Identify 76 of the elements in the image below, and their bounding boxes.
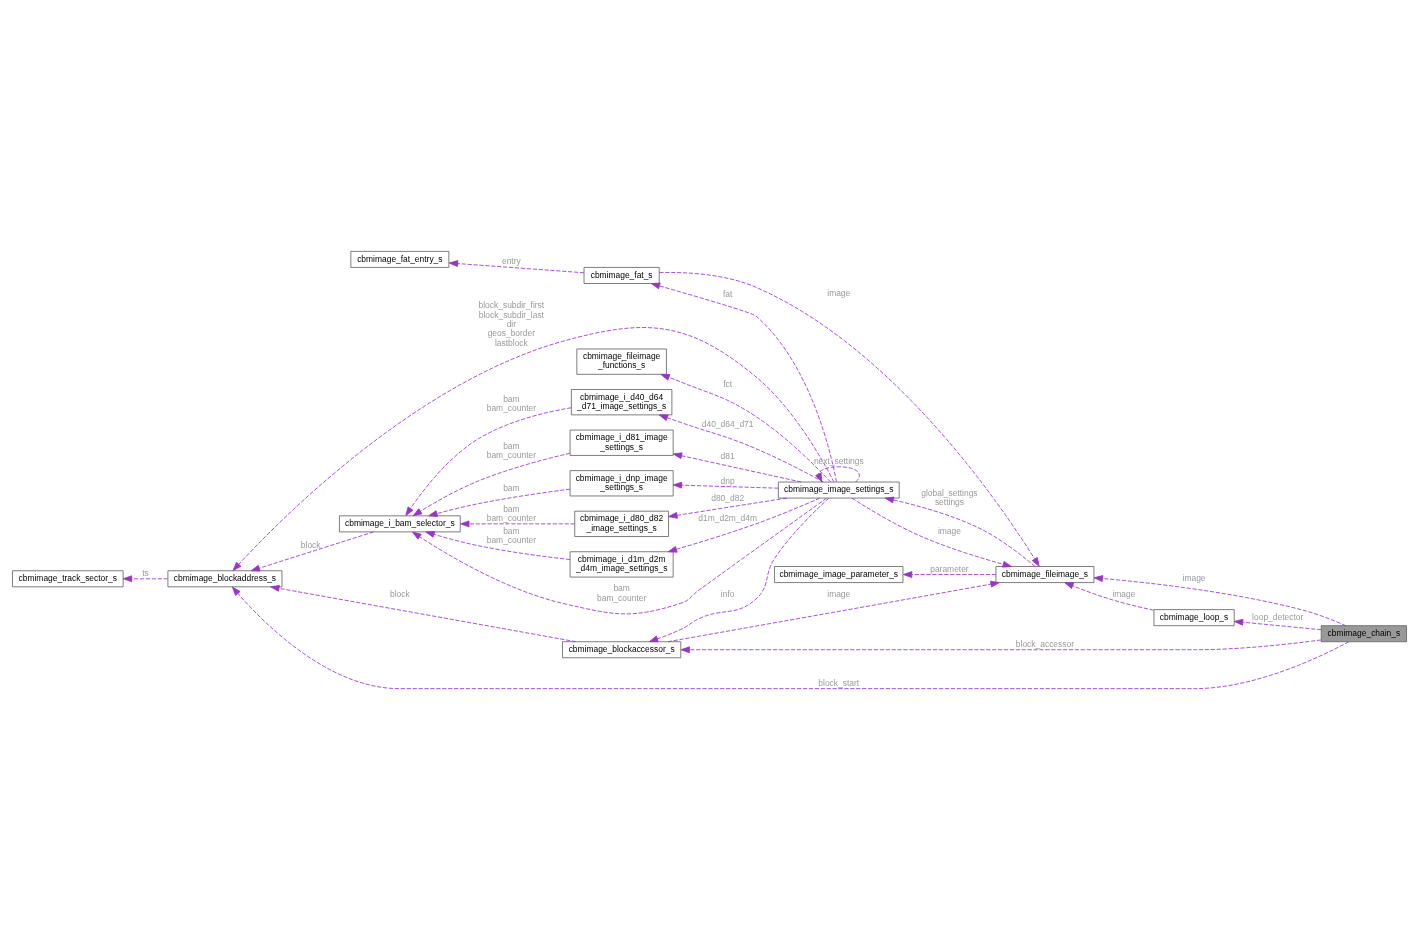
edge-label: d1m_d2m_d4m (698, 513, 757, 524)
arrow (659, 272, 1040, 567)
edge-label: global_settings settings (921, 487, 978, 508)
edge-label: image (1182, 573, 1206, 584)
arrow (851, 497, 1012, 568)
edge-label: block_accessor (1015, 639, 1075, 650)
node-box: cbmimage_fat_s (583, 267, 660, 284)
node-box: cbmimage_blockaddress_s (167, 570, 283, 588)
edge-label: image (827, 287, 851, 298)
node-box: cbmimage_i_d40_d64 _d71_image_settings_s (570, 389, 673, 416)
arrow (815, 466, 860, 483)
arrow (448, 260, 585, 274)
node-box: cbmimage_track_sector_s (12, 570, 124, 588)
arrow (667, 580, 1000, 643)
edge-label: parameter (930, 564, 969, 575)
arrow (660, 374, 831, 483)
arrow (412, 497, 827, 615)
arrow (412, 452, 571, 517)
arrow (672, 452, 802, 483)
arrow (428, 488, 571, 517)
edge-label: bam bam_counter (597, 583, 647, 603)
edge-label: dnp (720, 476, 735, 487)
edge-label: fct (723, 378, 733, 389)
arrow (270, 585, 577, 643)
arrow (667, 497, 820, 553)
edge-label: d40_d64_d71 (701, 418, 754, 429)
arrow (1064, 582, 1154, 611)
arrow (884, 496, 1036, 567)
arrow (648, 497, 830, 643)
arrow (1233, 618, 1322, 631)
edge-label: bam bam_counter (486, 526, 536, 546)
arrow (680, 639, 1322, 654)
edge-label: bam bam_counter (486, 394, 536, 414)
node-box: cbmimage_i_dnp_image _settings_s (569, 470, 674, 497)
arrow (405, 407, 572, 516)
arrow (250, 531, 374, 572)
node-box: cbmimage_fileimage_s (995, 566, 1095, 583)
arrow (232, 327, 835, 571)
edge-label: image (1112, 589, 1136, 600)
arrow (658, 414, 824, 483)
edge-label: block_subdir_first block_subdir_last dir geos_border lastblock (478, 300, 545, 348)
node-box: cbmimage_i_bam_selector_s (339, 515, 461, 533)
node-box: cbmimage_fileimage _functions_s (576, 348, 667, 375)
node-box: cbmimage_blockaccessor_s (562, 641, 682, 659)
node-box: cbmimage_image_settings_s (777, 481, 900, 499)
node-box: cbmimage_image_parameter_s (774, 566, 904, 583)
edge-label: entry (501, 255, 521, 266)
arrow (902, 571, 997, 578)
node-box: cbmimage_i_d80_d82 _image_settings_s (574, 510, 669, 537)
edge-label: d81 (720, 450, 735, 461)
edge-label: image (827, 589, 851, 600)
edge-label: info (720, 588, 735, 599)
edge-label: block_start (818, 678, 860, 689)
edge-label: d80_d82 (711, 493, 745, 504)
edge-label: block (389, 588, 410, 599)
edge-label: bam bam_counter (486, 504, 536, 524)
arrow (231, 586, 1350, 690)
node-box: cbmimage_chain_s (1320, 625, 1407, 643)
edge-label: image (937, 526, 961, 536)
node-box: cbmimage_loop_s (1153, 609, 1235, 627)
arrow (650, 282, 837, 483)
arrow (668, 497, 787, 519)
arrow (460, 520, 576, 528)
arrow (122, 575, 169, 583)
edge-label: loop_detector (1252, 612, 1304, 623)
edge-label: fat (722, 288, 733, 299)
edge-label: bam (503, 482, 520, 493)
edge-label: bam bam_counter (486, 440, 536, 460)
arrow (425, 531, 571, 560)
node-box: cbmimage_i_d1m_d2m _d4m_image_settings_s (569, 551, 674, 578)
arrow (1093, 575, 1347, 627)
edge-label: ts (142, 568, 149, 579)
edge-label: block (300, 539, 321, 550)
node-box: cbmimage_fat_entry_s (350, 250, 450, 268)
node-box: cbmimage_i_d81_image _settings_s (569, 429, 674, 456)
arrow (672, 481, 779, 489)
